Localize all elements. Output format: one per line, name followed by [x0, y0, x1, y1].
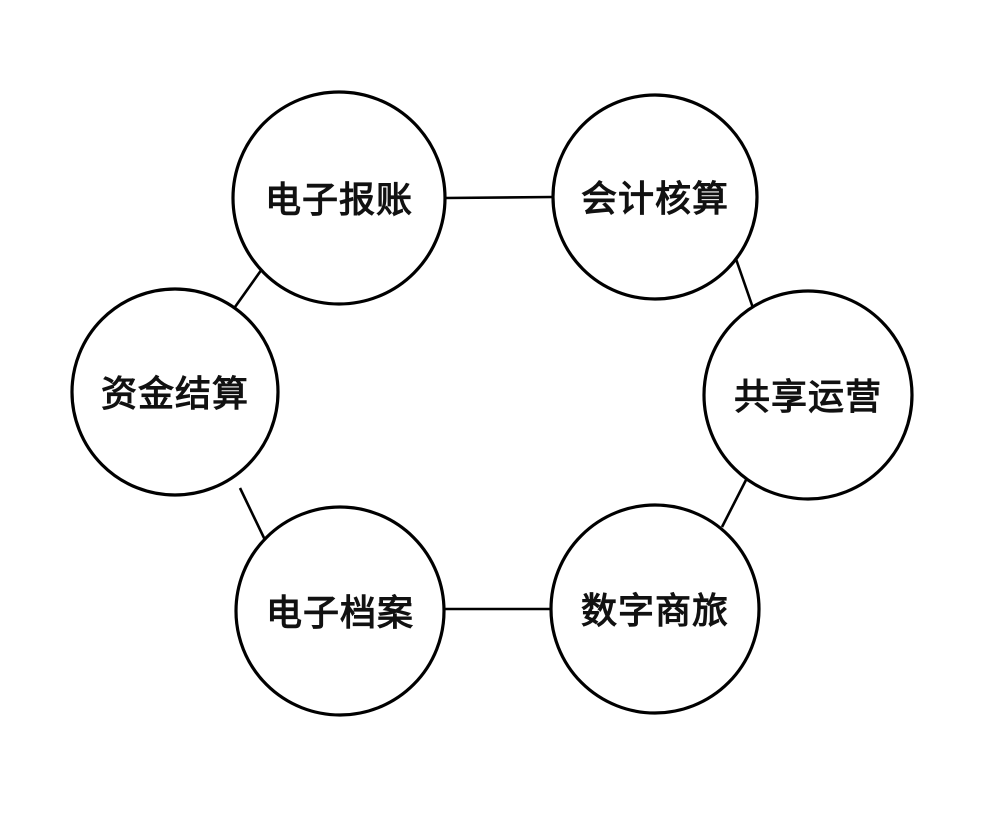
connector-kuaijihesuan-gongxiangyunying	[734, 258, 755, 309]
node-circle[interactable]	[549, 503, 761, 715]
connector-gongxiangyunying-shuzishanglv	[720, 477, 749, 528]
node-circle[interactable]	[551, 93, 759, 301]
connector-dianzibaozhang-kuaijihesuan	[444, 195, 554, 200]
node-dianzidangan[interactable]: 电子档案	[234, 505, 446, 717]
node-label: 电子档案	[266, 592, 414, 634]
node-label: 共享运营	[734, 376, 882, 418]
node-label: 数字商旅	[581, 590, 729, 632]
node-shuzishanglv[interactable]: 数字商旅	[549, 503, 761, 715]
node-label: 会计核算	[581, 178, 729, 220]
node-circle[interactable]	[70, 287, 280, 497]
node-label: 资金结算	[101, 373, 249, 415]
connector-group	[233, 195, 755, 611]
node-gongxiangyunying[interactable]: 共享运营	[702, 289, 914, 501]
connector-zijinjiesuan-dianzibaozhang	[233, 268, 264, 308]
node-circle[interactable]	[702, 289, 914, 501]
node-zijinjiesuan[interactable]: 资金结算	[70, 287, 280, 497]
node-kuaijihesuan[interactable]: 会计核算	[551, 93, 759, 301]
node-circle[interactable]	[234, 505, 446, 717]
connector-dianzidangan-zijinjiesuan	[238, 487, 267, 541]
node-circle[interactable]	[231, 90, 447, 306]
node-dianzibaozhang[interactable]: 电子报账	[231, 90, 447, 306]
node-label: 电子报账	[265, 179, 413, 221]
node-group: 电子报账 会计核算 共享运营 数字商旅 电子档案 资金结算	[70, 90, 914, 717]
